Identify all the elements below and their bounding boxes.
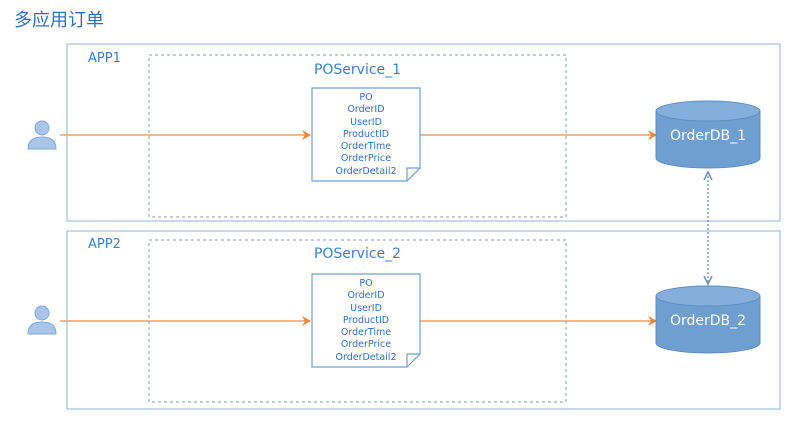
database-cylinder: [655, 100, 761, 169]
document-fields: PO OrderID UserID ProductID OrderTime Or…: [312, 92, 420, 178]
user-icon: [27, 305, 57, 335]
doc-field: UserID: [350, 116, 382, 128]
doc-field: OrderPrice: [340, 339, 392, 351]
app1-label: APP1: [88, 51, 121, 66]
doc-field: OrderID: [347, 290, 385, 302]
doc-field: OrderTime: [340, 327, 392, 339]
service1-label: POService_1: [313, 62, 402, 78]
document-fold: [406, 353, 420, 367]
doc-field: OrderTime: [340, 141, 392, 153]
db2-label: OrderDB_2: [669, 313, 747, 329]
doc-field: OrderDetail2: [335, 351, 397, 363]
doc-field: PO: [359, 278, 373, 289]
doc-field: PO: [359, 92, 373, 103]
service1-container: [148, 54, 567, 218]
document-fields: PO OrderID UserID ProductID OrderTime Or…: [312, 278, 420, 364]
service2-label: POService_2: [313, 246, 402, 262]
document-icon: [311, 273, 421, 368]
app1-container: [66, 43, 781, 222]
doc-field: ProductID: [342, 128, 390, 140]
doc-field: OrderID: [347, 104, 385, 116]
app2-container: [66, 230, 781, 410]
db1-label: OrderDB_1: [669, 128, 747, 144]
doc-field: OrderDetail2: [335, 165, 397, 177]
document-fold: [406, 167, 420, 181]
database-cylinder: [655, 285, 761, 354]
user-icon: [27, 120, 57, 150]
document-icon: [311, 87, 421, 182]
page-title: 多应用订单: [14, 10, 104, 31]
doc-field: UserID: [350, 302, 382, 314]
app2-label: APP2: [88, 237, 121, 252]
doc-field: OrderPrice: [340, 153, 392, 165]
doc-field: ProductID: [342, 314, 390, 326]
